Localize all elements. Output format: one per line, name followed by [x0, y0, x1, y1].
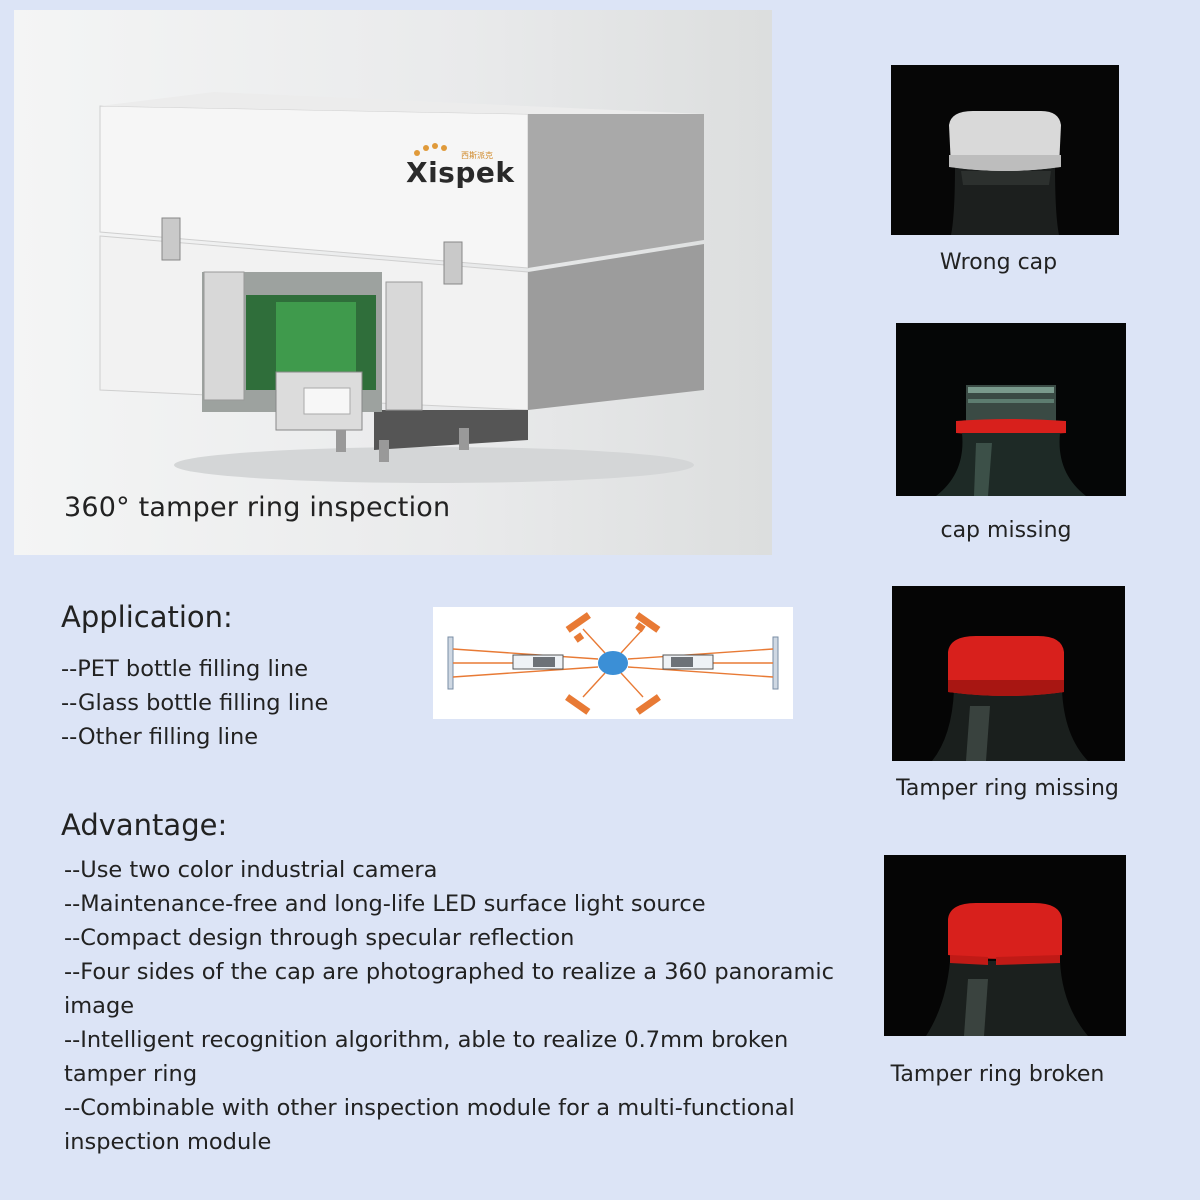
advantage-line: tamper ring: [64, 1061, 198, 1087]
wrong-cap-image: [891, 65, 1119, 235]
tamper-ring-missing-caption: Tamper ring missing: [896, 776, 1119, 801]
inspection-machine-illustration: [99, 92, 704, 483]
tamper-ring-missing-image: [892, 586, 1125, 761]
cap-missing-image: [896, 323, 1126, 496]
advantage-line: inspection module: [64, 1129, 272, 1155]
product-image: Xispek 西斯派克 360° tamper ring inspection: [14, 10, 772, 555]
application-item: --PET bottle filling line: [61, 656, 309, 682]
advantage-line: --Maintenance-free and long-life LED sur…: [64, 891, 706, 917]
advantage-line: --Intelligent recognition algorithm, abl…: [64, 1027, 789, 1053]
application-item: --Glass bottle filling line: [61, 690, 329, 716]
advantage-line: --Compact design through specular reflec…: [64, 925, 575, 951]
tamper-ring-broken-caption: Tamper ring broken: [890, 1062, 1105, 1087]
cap-missing-caption: cap missing: [940, 518, 1072, 543]
tamper-ring-broken-image: [884, 855, 1126, 1036]
hero-caption: 360° tamper ring inspection: [64, 492, 451, 523]
wrong-cap-caption: Wrong cap: [939, 250, 1058, 275]
application-title: Application:: [61, 600, 233, 634]
brand-logo: Xispek: [406, 156, 515, 189]
advantage-line: --Four sides of the cap are photographed…: [64, 959, 835, 985]
advantage-line: --Combinable with other inspection modul…: [64, 1095, 795, 1121]
advantage-title: Advantage:: [61, 808, 228, 842]
optical-path-diagram: [433, 607, 793, 719]
advantage-line: --Use two color industrial camera: [64, 857, 438, 883]
advantage-line: image: [64, 993, 135, 1019]
brand-logo-subtext: 西斯派克: [461, 151, 493, 160]
application-item: --Other filling line: [61, 724, 259, 750]
